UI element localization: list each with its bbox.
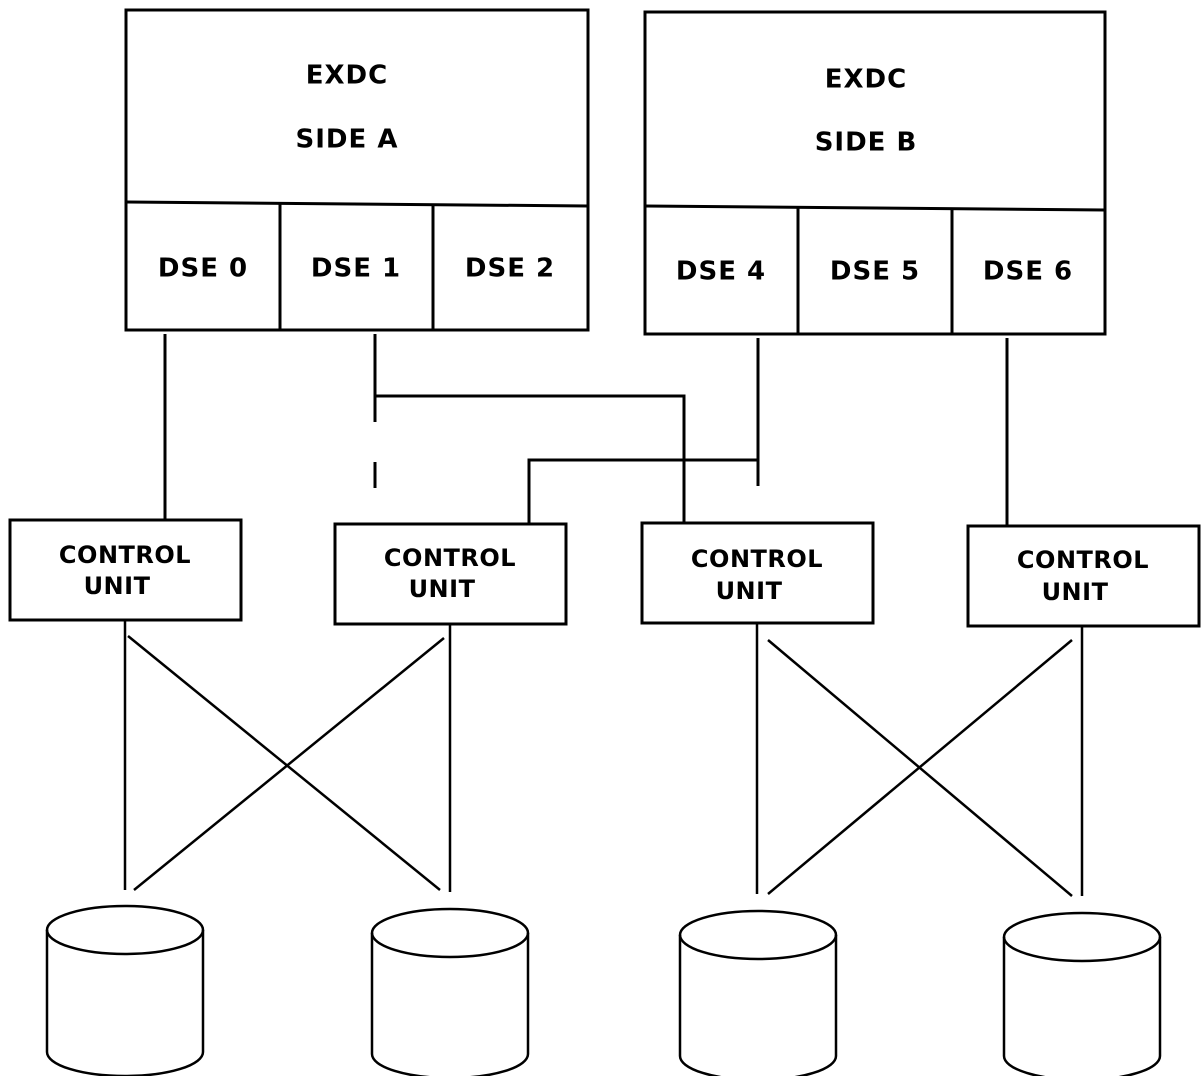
control-unit-box (333, 522, 568, 626)
exdc-side-b: EXDC SIDE B DSE 4 DSE 5 DSE 6 (643, 10, 1107, 336)
control-unit-line1: CONTROL (1017, 546, 1149, 574)
control-unit-line1: CONTROL (59, 541, 191, 569)
connection-cu4-disk3 (767, 639, 1073, 895)
control-unit-line2: UNIT (1042, 578, 1109, 606)
control-unit-2: CONTROL UNIT (333, 522, 568, 626)
exdc-side-b-label: SIDE B (815, 128, 918, 158)
disk-icon (370, 907, 530, 1076)
disk-icon (678, 909, 838, 1076)
exdc-side-b-box (643, 10, 1107, 336)
control-unit-box (640, 521, 875, 625)
control-unit-line2: UNIT (84, 572, 151, 600)
dse-6-label: DSE 6 (983, 257, 1073, 287)
control-unit-line2: UNIT (716, 577, 783, 605)
exdc-side-a-label: SIDE A (296, 125, 399, 155)
control-unit-1: CONTROL UNIT (8, 518, 243, 622)
dse-0-label: DSE 0 (158, 254, 248, 284)
dse-4-label: DSE 4 (676, 257, 766, 287)
exdc-side-a-box (124, 8, 590, 332)
exdc-side-a: EXDC SIDE A DSE 0 DSE 1 DSE 2 (124, 8, 590, 332)
exdc-side-a-divider (125, 200, 589, 208)
control-unit-line2: UNIT (409, 575, 476, 603)
control-unit-3: CONTROL UNIT (640, 521, 875, 625)
exdc-side-b-divider (644, 204, 1106, 212)
disk-connections-right (755, 623, 1084, 897)
dse-2-label: DSE 2 (465, 254, 555, 284)
connection-cu1-disk2 (127, 635, 441, 891)
connection-cu2-disk1 (133, 637, 445, 891)
disk-icon (1002, 911, 1162, 1076)
dse-connections (163, 334, 1009, 526)
exdc-side-a-title: EXDC (306, 61, 388, 91)
control-unit-box (966, 524, 1201, 628)
dse-1-label: DSE 1 (311, 254, 401, 284)
control-unit-line1: CONTROL (384, 544, 516, 572)
control-unit-4: CONTROL UNIT (966, 524, 1201, 628)
control-unit-box (8, 518, 243, 622)
disk-icon (45, 904, 205, 1076)
control-unit-line1: CONTROL (691, 545, 823, 573)
exdc-side-b-title: EXDC (825, 65, 907, 95)
connection-dse4-cu2 (527, 338, 760, 524)
dse-5-label: DSE 5 (830, 257, 920, 287)
disk-connections-left (123, 620, 452, 892)
